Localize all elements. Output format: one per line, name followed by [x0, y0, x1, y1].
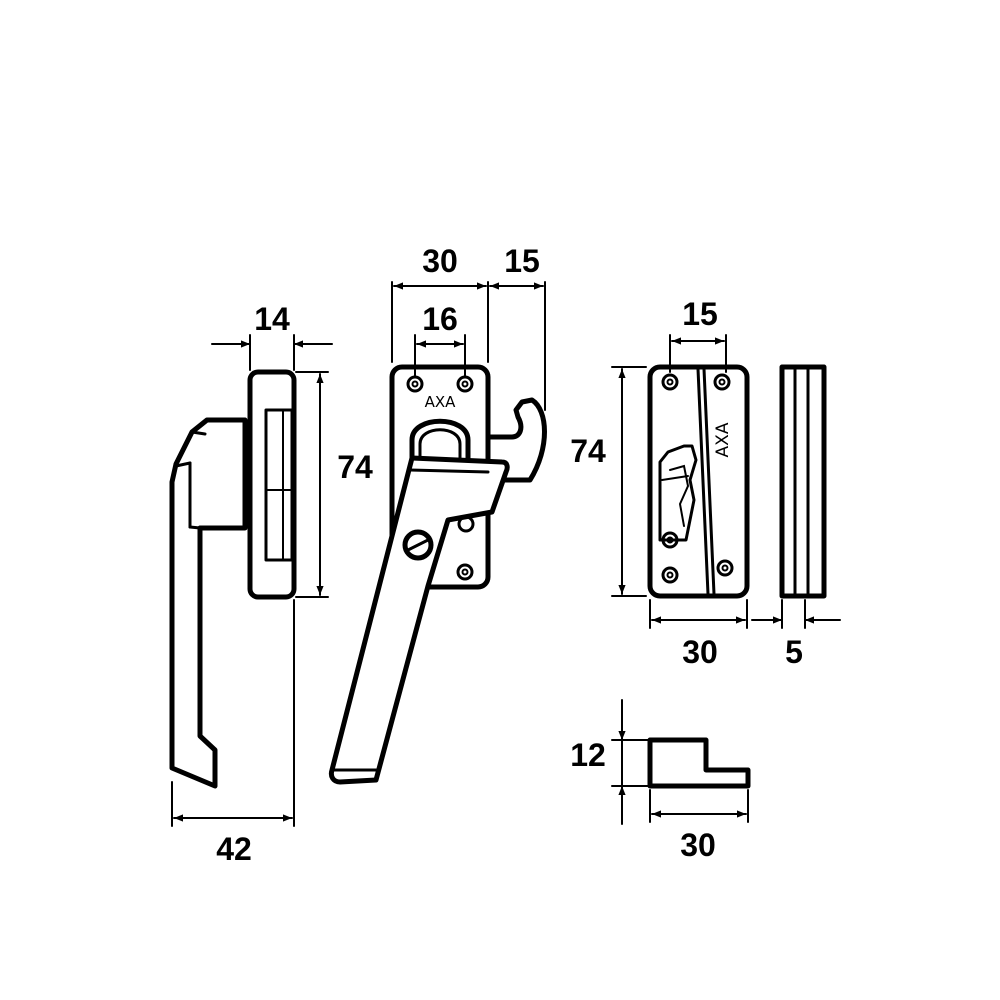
- keep-screw-hole-4-center: [666, 571, 674, 579]
- front-screw-hole-top-left-center: [411, 380, 419, 388]
- front-brand-label: AXA: [425, 393, 457, 411]
- keep-side-view: 5: [751, 364, 841, 670]
- keep-slant-line-left: [696, 367, 710, 596]
- dim-16-label: 16: [422, 301, 458, 337]
- spacer-profile: [647, 737, 751, 789]
- keep-screw-hole-5-center: [721, 564, 729, 572]
- front-handle-top-edge: [408, 468, 490, 474]
- dim-74-left-label: 74: [337, 449, 373, 485]
- front-screw-hole-bottom: [456, 563, 474, 581]
- dim-15-hook-label: 15: [504, 243, 540, 279]
- keep-slant-line-right: [702, 367, 716, 596]
- handle-side-view: 14 74 42: [169, 301, 373, 867]
- front-arch-inner: [418, 428, 462, 462]
- dim-keep-30-label: 30: [682, 634, 718, 670]
- spacer-view: 12 30: [570, 699, 751, 863]
- keep-screw-hole-4: [661, 566, 679, 584]
- front-handle-lever: [328, 455, 510, 785]
- keep-catch-slot: [658, 444, 698, 542]
- side-handle-ridge: [190, 430, 207, 436]
- keep-screw-hole-5: [716, 559, 734, 577]
- front-pivot-slot: [406, 538, 430, 552]
- keep-brand-label: AXA: [713, 422, 733, 457]
- dim-keep-74-label: 74: [570, 433, 606, 469]
- keep-screw-hole-2-center: [718, 378, 726, 386]
- front-screw-hole-top-right-center: [461, 380, 469, 388]
- dim-30-top-label: 30: [422, 243, 458, 279]
- handle-front-view: AXA 30 15 16: [328, 243, 547, 785]
- dim-spacer-30-label: 30: [680, 827, 716, 863]
- front-screw-hole-bottom-center: [461, 568, 469, 576]
- dim-keep-15-label: 15: [682, 296, 718, 332]
- side-base-plate: [247, 369, 297, 600]
- keep-catch-line: [661, 475, 689, 481]
- keep-side-plate: [779, 364, 827, 599]
- keep-plate-view: AXA 15 74 30: [570, 296, 750, 670]
- side-handle-profile: [169, 417, 248, 789]
- keep-catch-spring: [669, 464, 690, 527]
- dim-14-label: 14: [254, 301, 290, 337]
- keep-screw-hole-1-center: [666, 378, 674, 386]
- keep-screw-hole-2: [713, 373, 731, 391]
- dim-42-label: 42: [216, 831, 252, 867]
- keep-screw-hole-1: [661, 373, 679, 391]
- dim-5-label: 5: [785, 634, 803, 670]
- side-base-inner: [264, 408, 294, 562]
- side-handle-bevel-bottom: [188, 525, 202, 530]
- dim-12-label: 12: [570, 737, 606, 773]
- side-handle-bevel-top: [174, 461, 192, 468]
